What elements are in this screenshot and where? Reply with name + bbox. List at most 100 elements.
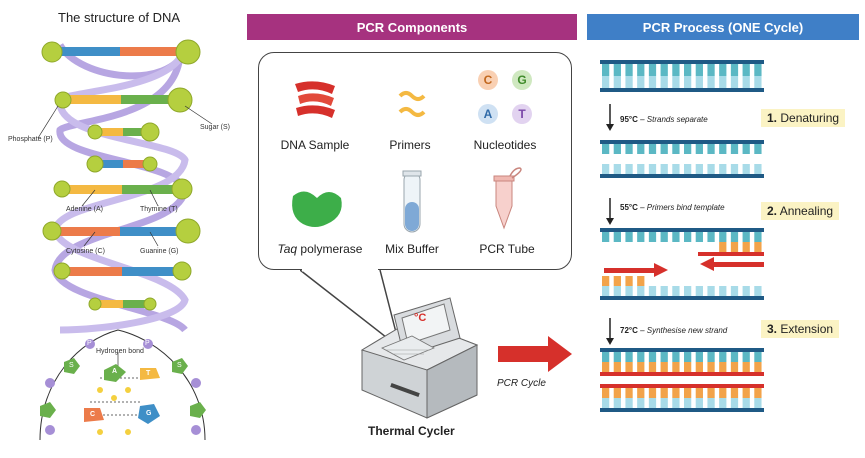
base-top — [660, 232, 668, 242]
primer-base — [613, 276, 621, 286]
step-1-badge: 1. Denaturing — [761, 109, 846, 127]
primer-arrow-shaft — [712, 262, 764, 267]
primer-base — [754, 242, 762, 252]
base-top — [637, 232, 645, 242]
new-base — [660, 388, 668, 398]
base-top — [637, 64, 645, 76]
base-bottom — [742, 286, 750, 296]
base-top — [707, 64, 715, 76]
primer-base — [625, 276, 633, 286]
primer-arrow-shaft — [604, 268, 654, 273]
new-base — [754, 362, 762, 372]
base-top — [754, 232, 762, 242]
base-bottom — [613, 398, 621, 408]
new-base — [602, 388, 610, 398]
primer-base — [742, 242, 750, 252]
base-top — [648, 64, 657, 76]
base-top — [684, 64, 692, 76]
base-top — [730, 352, 739, 362]
thermal-cycler-label: Thermal Cycler — [368, 424, 455, 438]
template-strand-bottom — [600, 88, 764, 92]
base-bottom — [648, 286, 657, 296]
base-bottom — [648, 164, 657, 174]
base-top — [684, 232, 692, 242]
base-top — [637, 352, 645, 362]
base-bottom — [684, 398, 692, 408]
new-base — [719, 362, 727, 372]
base-top — [730, 144, 739, 154]
glyph-s: S — [69, 362, 74, 369]
product-2-new-strand — [600, 384, 764, 388]
new-base — [684, 388, 692, 398]
nucleotide-a-icon: A — [478, 104, 498, 124]
base-bottom — [672, 76, 680, 88]
taq-polymerase-icon — [292, 191, 342, 227]
base-bottom — [695, 164, 703, 174]
base-bottom — [719, 286, 727, 296]
new-base — [648, 388, 657, 398]
primer-strand — [698, 252, 764, 256]
base-bottom — [602, 286, 610, 296]
new-base — [625, 388, 633, 398]
base-top — [613, 144, 621, 154]
base-top — [707, 352, 715, 362]
base-top — [625, 64, 633, 76]
nucleotide-g-icon: G — [512, 70, 532, 90]
step-2-note: 55°C – Primers bind template — [620, 203, 725, 212]
base-top — [672, 64, 680, 76]
product-1-template — [600, 348, 764, 352]
base-bottom — [602, 164, 610, 174]
primer-arrow-head-right — [654, 263, 668, 277]
new-base — [707, 362, 715, 372]
base-bottom — [730, 76, 739, 88]
base-bottom — [742, 164, 750, 174]
base-top — [648, 232, 657, 242]
base-bottom — [684, 286, 692, 296]
base-top — [602, 232, 610, 242]
base-top — [707, 144, 715, 154]
base-top — [602, 352, 610, 362]
new-base — [695, 388, 703, 398]
base-bottom — [742, 398, 750, 408]
new-base — [684, 362, 692, 372]
nucleotide-t-icon: T — [512, 104, 532, 124]
base-top — [742, 352, 750, 362]
base-bottom — [625, 76, 633, 88]
new-base — [719, 388, 727, 398]
base-bottom — [730, 398, 739, 408]
base-bottom — [695, 286, 703, 296]
label-taq-polymerase: Taq polymerase — [270, 242, 370, 256]
glyph-p: P — [87, 340, 92, 347]
base-top — [695, 232, 703, 242]
base-bottom — [637, 164, 645, 174]
base-bottom — [754, 398, 762, 408]
new-base — [672, 362, 680, 372]
base-top — [742, 64, 750, 76]
base-top — [730, 232, 739, 242]
base-bottom — [660, 398, 668, 408]
base-bottom — [719, 76, 727, 88]
base-bottom — [672, 286, 680, 296]
primer-base — [637, 276, 645, 286]
base-top — [754, 144, 762, 154]
base-top — [648, 352, 657, 362]
base-bottom — [660, 164, 668, 174]
glyph-t: T — [146, 370, 151, 377]
glyph-a: A — [112, 368, 118, 375]
primer-arrow-head-left — [700, 257, 714, 271]
base-bottom — [637, 76, 645, 88]
annealed-strand-bottom — [600, 296, 764, 300]
new-base — [754, 388, 762, 398]
down-arrow-icon — [605, 318, 615, 346]
glyph-p: P — [145, 340, 150, 347]
base-bottom — [625, 286, 633, 296]
new-base — [637, 388, 645, 398]
new-base — [742, 388, 750, 398]
label-pcr-tube: PCR Tube — [479, 242, 535, 256]
pcr-cycle-label: PCR Cycle — [497, 378, 546, 389]
base-bottom — [707, 286, 715, 296]
label-nucleotides: Nucleotides — [473, 138, 537, 152]
primer-base — [730, 242, 739, 252]
base-bottom — [754, 164, 762, 174]
base-bottom — [613, 164, 621, 174]
